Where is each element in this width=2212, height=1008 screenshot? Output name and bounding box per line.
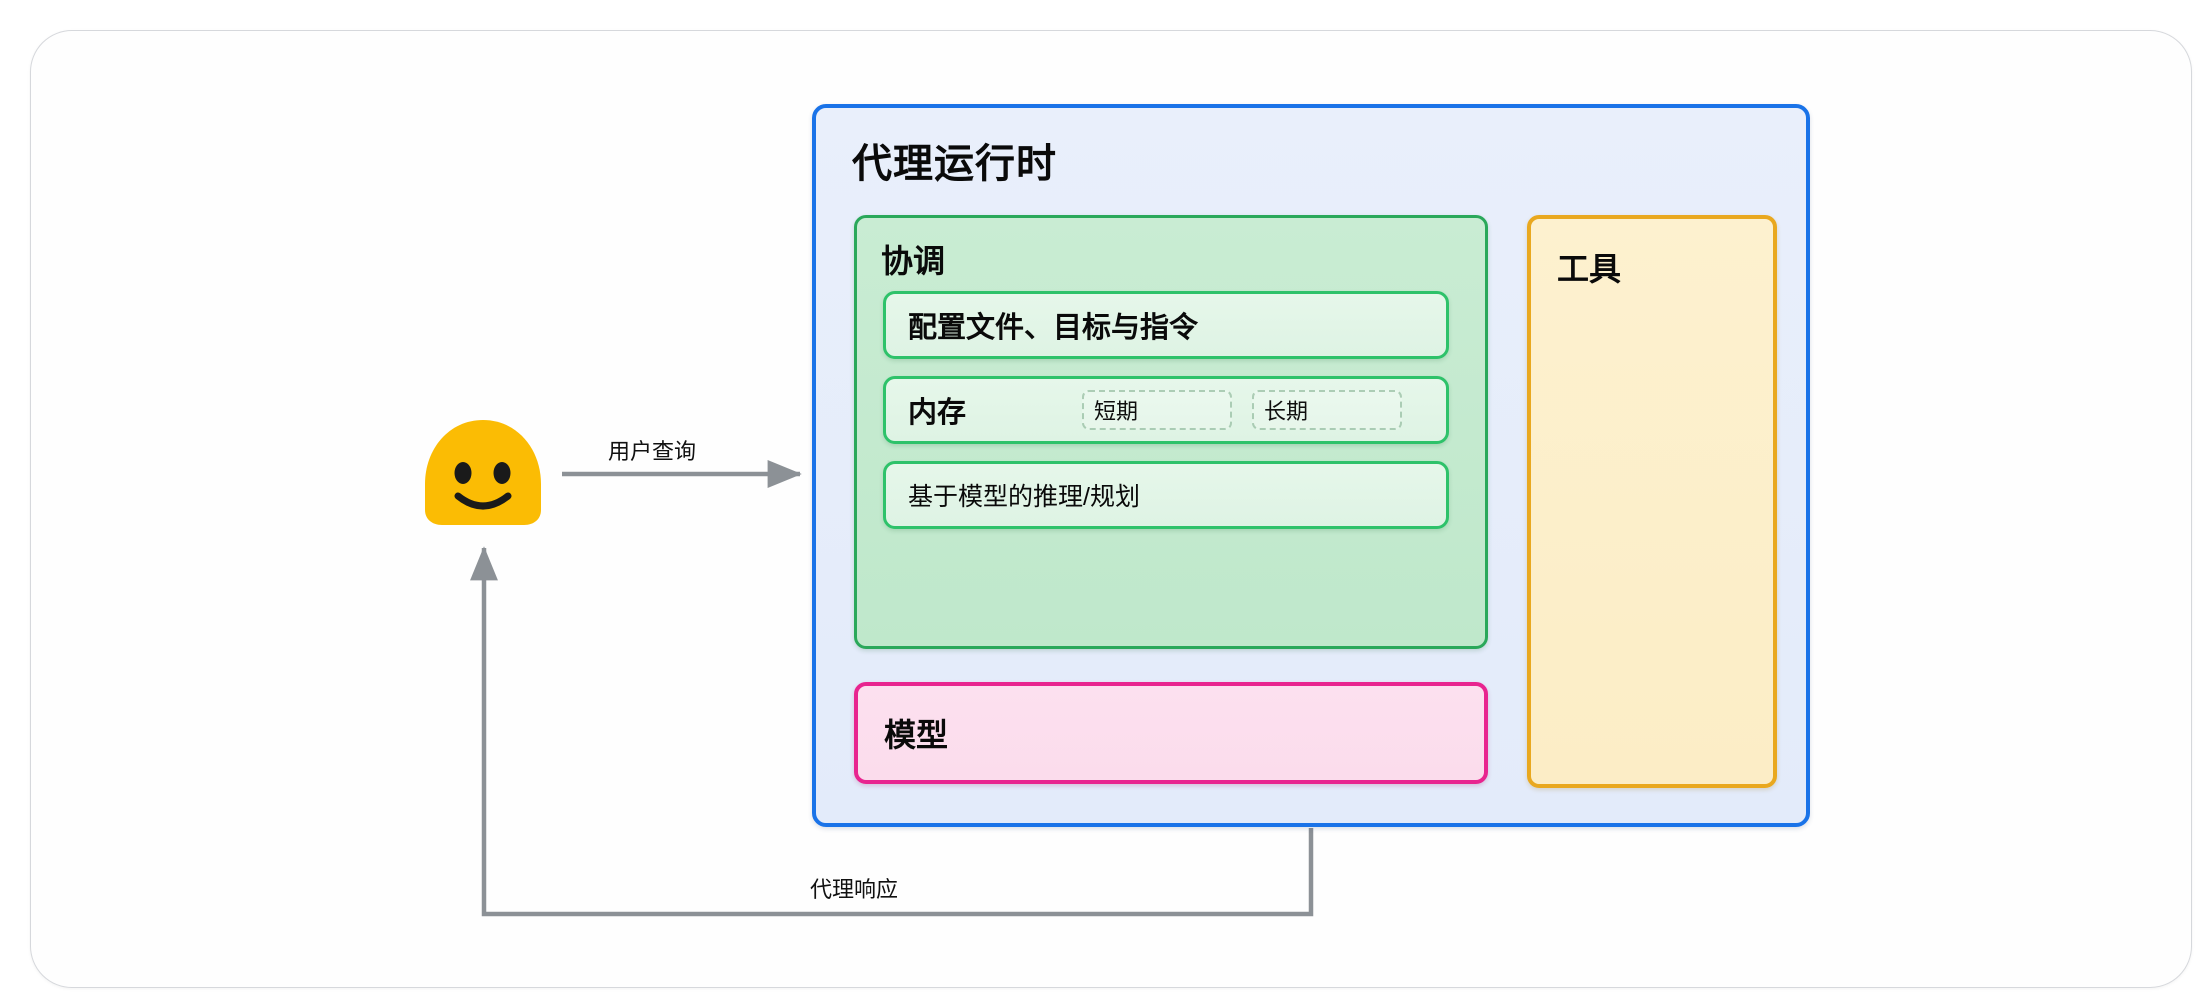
edge-label-agent-response: 代理响应 [810,877,899,902]
user-avatar-icon [425,420,541,525]
tools-container[interactable]: 工具 [1527,215,1777,788]
orchestration-row-profile-goals-instructions[interactable]: 配置文件、目标与指令 [883,291,1449,359]
row-label-reasoning: 基于模型的推理/规划 [908,483,1140,511]
orchestration-row-model-based-reasoning-planning[interactable]: 基于模型的推理/规划 [883,461,1449,529]
orchestration-container[interactable]: 协调 配置文件、目标与指令 内存 短期 长期 基于模型的推理/规划 [854,215,1488,649]
memory-chip-short-term[interactable]: 短期 [1082,390,1232,430]
avatar-eye-left [454,462,472,484]
memory-chip-long-term[interactable]: 长期 [1252,390,1402,430]
orchestration-title: 协调 [881,243,946,279]
row-label-profile: 配置文件、目标与指令 [908,312,1199,344]
edge-label-user-query: 用户查询 [608,439,697,464]
agent-runtime-container[interactable]: 代理运行时 协调 配置文件、目标与指令 内存 短期 长期 基于模型的推理/规划 … [812,104,1810,827]
orchestration-row-memory[interactable]: 内存 短期 长期 [883,376,1449,444]
agent-runtime-title: 代理运行时 [852,142,1057,186]
row-label-memory: 内存 [908,397,967,429]
avatar-eye-right [493,462,511,484]
model-title: 模型 [884,717,949,753]
tools-title: 工具 [1557,251,1622,287]
model-container[interactable]: 模型 [854,682,1488,784]
avatar-smile [454,492,512,510]
